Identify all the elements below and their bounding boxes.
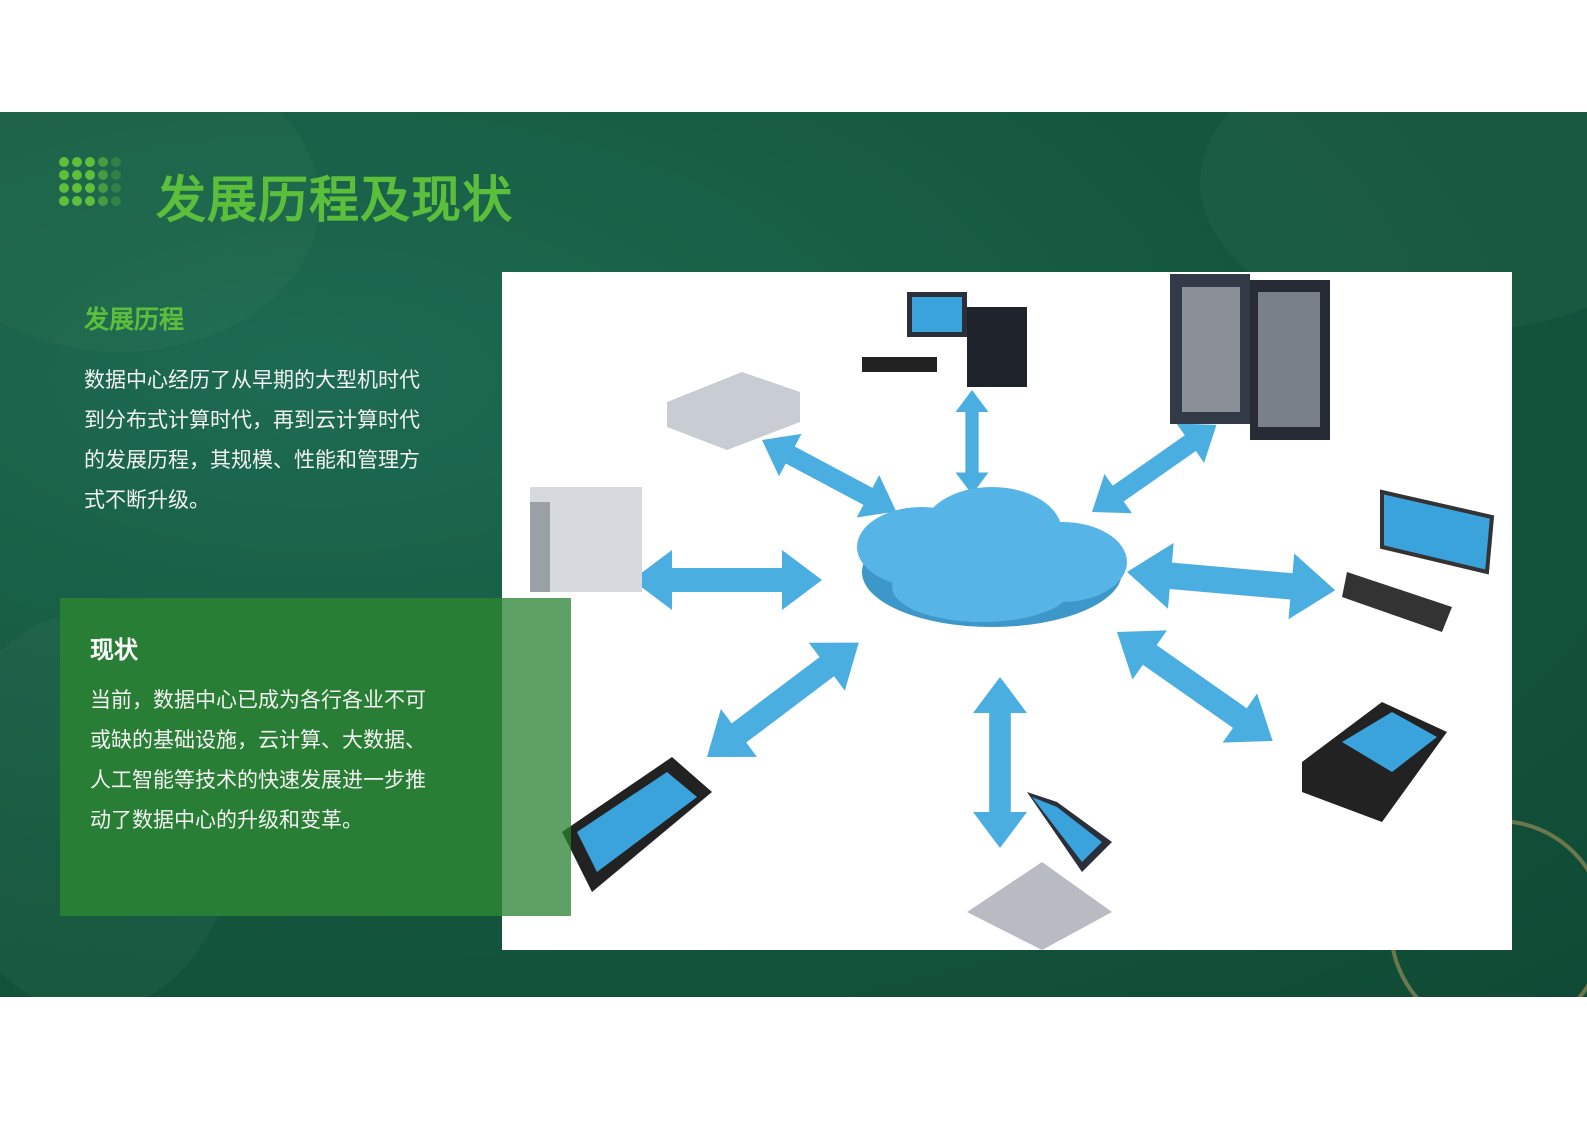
server-box-icon <box>667 372 800 450</box>
status-heading: 现状 <box>90 636 138 664</box>
smartphone-icon <box>562 702 1447 892</box>
history-line: 的发展历程，其规模、性能和管理方 <box>84 448 420 472</box>
desktop-computer-icon <box>862 292 1027 387</box>
status-line: 或缺的基础设施，云计算、大数据、 <box>90 728 426 752</box>
network-diagram-image <box>502 272 1512 950</box>
status-panel: 现状 当前，数据中心已成为各行各业不可 或缺的基础设施，云计算、大数据、 人工智… <box>60 598 571 916</box>
status-text: 当前，数据中心已成为各行各业不可 或缺的基础设施，云计算、大数据、 人工智能等技… <box>90 680 426 840</box>
status-line: 动了数据中心的升级和变革。 <box>90 808 363 832</box>
history-line: 数据中心经历了从早期的大型机时代 <box>84 368 420 392</box>
status-line: 人工智能等技术的快速发展进一步推 <box>90 768 426 792</box>
status-panel-background <box>60 598 502 916</box>
history-line: 式不断升级。 <box>84 488 210 512</box>
history-text: 数据中心经历了从早期的大型机时代 到分布式计算时代，再到云计算时代 的发展历程，… <box>84 360 420 520</box>
cloud-icon <box>857 487 1127 627</box>
status-line: 当前，数据中心已成为各行各业不可 <box>90 688 426 712</box>
history-heading: 发展历程 <box>84 305 185 334</box>
laptop-icon <box>967 792 1112 950</box>
dots-decoration-icon <box>58 156 123 207</box>
monitor-keyboard-icon <box>1342 489 1495 632</box>
tower-server-icon <box>530 487 642 592</box>
page-title: 发展历程及现状 <box>156 171 513 229</box>
server-rack-icon <box>1170 274 1330 440</box>
history-line: 到分布式计算时代，再到云计算时代 <box>84 408 420 432</box>
